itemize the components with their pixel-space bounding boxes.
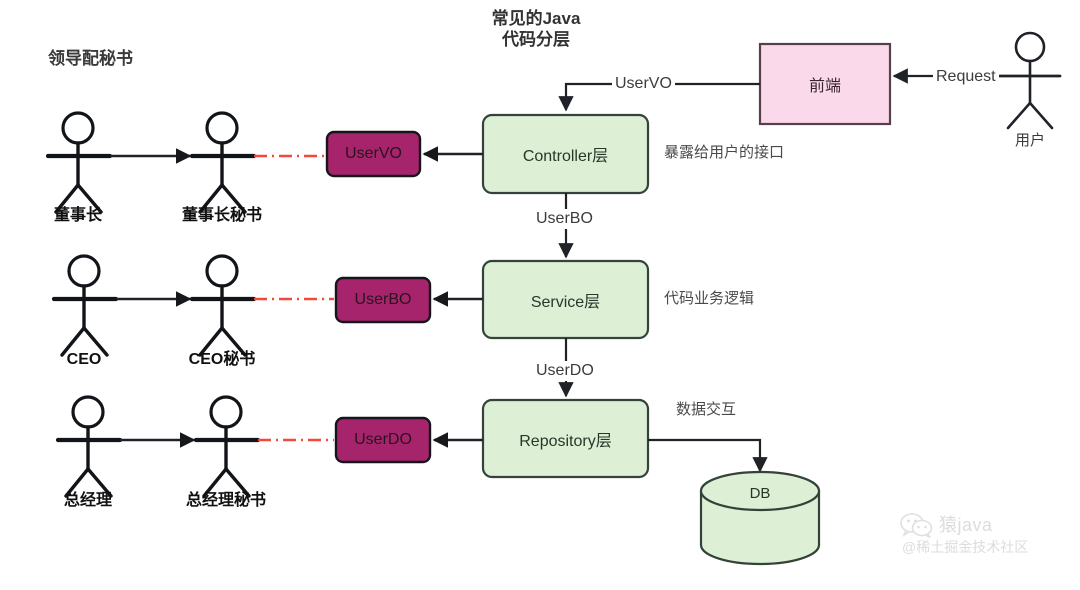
service-layer-note: 代码业务逻辑 [664,290,755,307]
uservo-box[interactable] [325,130,422,178]
edge-label-controller-userbo: UserBO [533,209,596,229]
service-layer-box[interactable] [481,259,650,340]
stick-figure-chairman-secretary [189,111,257,214]
connector-repository-to-db [648,438,768,473]
edge-label-frontend-uservo: UserVO [612,74,675,94]
watermark-brand: 猿java [939,514,993,535]
frontend-box[interactable] [758,42,892,126]
actor-label-general-manager-secretary: 总经理秘书 [185,492,266,509]
analogy-section-heading: 领导配秘书 [48,49,133,68]
page-title: 常见的Java 代码分层 [466,8,606,51]
actor-label-ceo: CEO [66,351,102,368]
page-title-line2: 代码分层 [502,30,570,50]
stick-figure-general-manager [55,395,123,498]
repository-layer-box[interactable] [481,398,650,479]
watermark: 猿java @稀土掘金技术社区 [900,512,1070,582]
actor-label-chairman-secretary: 董事长秘书 [181,207,262,224]
stick-figure-ceo [51,254,119,357]
actor-label-chairman: 董事长 [53,207,102,224]
userdo-box[interactable] [334,416,432,464]
page-title-line1: 常见的Java [491,9,581,28]
watermark-subtitle: @稀土掘金技术社区 [902,539,1029,555]
stick-figure-ceo-secretary [189,254,257,357]
actor-label-user: 用户 [1014,132,1045,149]
connector-frontend-to-controller [558,82,760,112]
controller-layer-note: 暴露给用户的接口 [664,144,785,161]
repository-layer-note: 数据交互 [676,401,737,418]
stick-figure-general-manager-secretary [193,395,261,498]
database-cylinder[interactable] [699,470,821,566]
actor-label-general-manager: 总经理 [63,492,112,509]
wechat-icon [900,513,933,538]
stick-figure-user [998,31,1062,130]
stick-figure-chairman [45,111,113,214]
edge-label-request: Request [933,67,999,87]
actor-label-ceo-secretary: CEO秘书 [188,351,256,368]
controller-layer-box[interactable] [481,113,650,195]
edge-label-service-userdo: UserDO [533,361,597,381]
userbo-box[interactable] [334,276,432,324]
